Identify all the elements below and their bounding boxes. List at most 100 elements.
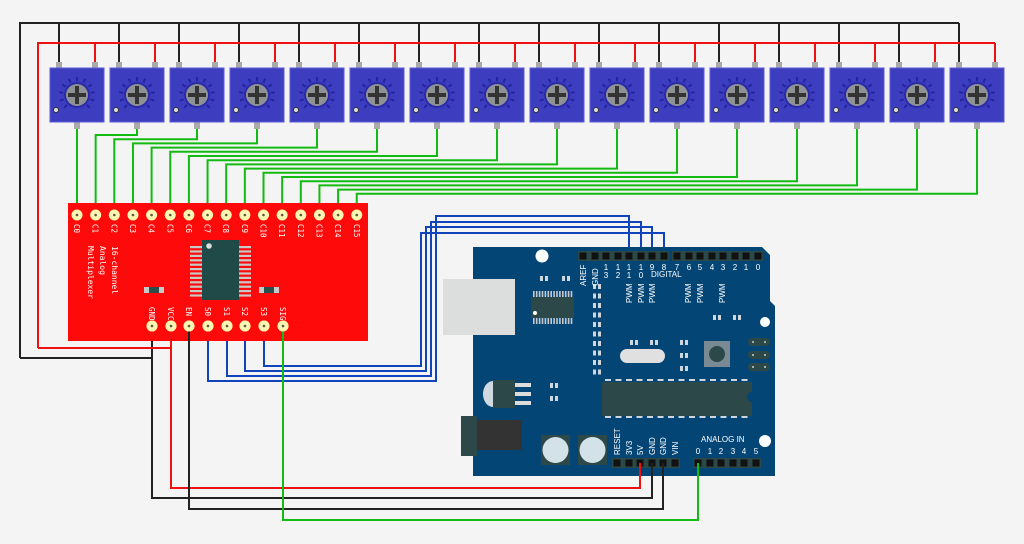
pot-tick bbox=[926, 104, 931, 109]
pot-tick bbox=[483, 104, 488, 109]
power-header-socket bbox=[625, 459, 633, 467]
icsp-pin bbox=[764, 366, 766, 368]
pot-pin-right bbox=[272, 62, 278, 69]
mux-pad-hole bbox=[281, 324, 285, 328]
pot-tick bbox=[539, 91, 544, 94]
analog-header-strip bbox=[693, 458, 761, 468]
pot-pin-wiper bbox=[434, 121, 440, 129]
pot-pin-wiper bbox=[494, 121, 500, 129]
potentiometer bbox=[829, 62, 885, 129]
pot-marker-dot bbox=[953, 107, 959, 113]
pot-tick bbox=[146, 104, 151, 109]
usb-chip-pin bbox=[538, 318, 541, 324]
pot-tick bbox=[843, 104, 848, 109]
pot-tick bbox=[119, 91, 124, 94]
pot-tick bbox=[359, 91, 364, 94]
pot-pin-right bbox=[992, 62, 998, 69]
potentiometer bbox=[289, 62, 345, 129]
pot-tick bbox=[87, 83, 93, 88]
digital-pin-label-11: 1 bbox=[627, 263, 632, 272]
mcu-pin bbox=[699, 379, 706, 381]
analog-header-socket bbox=[740, 459, 748, 467]
pot-tick bbox=[419, 98, 424, 102]
pot-tick bbox=[479, 98, 484, 102]
pot-tick bbox=[390, 98, 395, 102]
mux-chip-pin-left bbox=[190, 268, 203, 271]
smd-pad bbox=[593, 303, 596, 308]
mcu-pin bbox=[647, 416, 653, 418]
pot-tick bbox=[986, 104, 991, 109]
signal-wire-c12 bbox=[299, 122, 798, 215]
pwm-label: PWM bbox=[718, 283, 727, 303]
pot-tick bbox=[183, 104, 188, 109]
pot-tick bbox=[781, 83, 787, 88]
pot-tick bbox=[127, 78, 132, 83]
mcu-pin bbox=[657, 379, 664, 381]
pot-pin-right bbox=[332, 62, 338, 69]
signal-wire-c8 bbox=[225, 122, 558, 215]
digital-header-low-socket bbox=[742, 252, 750, 260]
mux-pin-label-c12: C12 bbox=[296, 224, 305, 238]
smd-pad bbox=[598, 322, 601, 327]
mux-pin-label-c8: C8 bbox=[221, 224, 230, 234]
pot-tick bbox=[690, 91, 695, 94]
icsp-header bbox=[748, 351, 770, 359]
mcu-notch bbox=[747, 392, 752, 402]
digital-pin-label-5: 5 bbox=[698, 263, 703, 272]
pot-marker-dot bbox=[353, 107, 359, 113]
mcu-pin bbox=[605, 416, 611, 418]
mount-hole bbox=[760, 317, 770, 327]
pot-tick bbox=[179, 91, 184, 94]
potentiometer bbox=[169, 62, 225, 129]
power-header-socket bbox=[613, 459, 621, 467]
pot-tick bbox=[419, 91, 424, 94]
mux-chip-pin-right bbox=[238, 276, 251, 279]
icsp-header bbox=[748, 338, 770, 346]
pot-pin-left bbox=[176, 62, 182, 69]
pot-tick bbox=[787, 78, 792, 83]
pot-tick bbox=[90, 98, 95, 102]
analog-pin-label-a2: 2 bbox=[719, 447, 724, 456]
pot-marker-dot bbox=[593, 107, 599, 113]
pot-tick bbox=[687, 83, 693, 88]
pot-marker-dot bbox=[893, 107, 899, 113]
pot-tick bbox=[663, 104, 668, 109]
digital-pin-label-13: 3 bbox=[604, 271, 609, 280]
digital-pin-label-gnd: GND bbox=[591, 268, 600, 286]
mux-pin-label-gnd: GND bbox=[147, 307, 156, 321]
pot-cross-v bbox=[975, 86, 979, 104]
smd-pad bbox=[540, 276, 543, 281]
pot-cross-v bbox=[855, 86, 859, 104]
digital-header-high-strip bbox=[578, 251, 669, 261]
pot-pin-wiper bbox=[614, 121, 620, 129]
pot-cross-v bbox=[375, 86, 379, 104]
power-header-strip bbox=[612, 458, 680, 468]
usb-chip bbox=[531, 297, 574, 318]
mux-pad-hole bbox=[206, 324, 210, 328]
mux-pin-label-s1: S1 bbox=[222, 307, 231, 316]
pot-tick bbox=[301, 83, 307, 88]
pot-tick bbox=[967, 78, 972, 83]
pot-tick bbox=[899, 98, 904, 102]
pot-pin-wiper bbox=[74, 121, 80, 129]
pot-tick bbox=[206, 104, 211, 109]
usb-chip-pin bbox=[564, 291, 567, 297]
pot-cross-v bbox=[75, 86, 79, 104]
digital-header-low-socket bbox=[685, 252, 693, 260]
pot-tick bbox=[721, 83, 727, 88]
mux-chip-pin-right bbox=[238, 272, 251, 275]
icsp-pin bbox=[764, 341, 766, 343]
mux-pad-hole bbox=[187, 213, 191, 217]
usb-chip-pin bbox=[564, 318, 567, 324]
pot-tick bbox=[367, 78, 372, 83]
crystal bbox=[620, 349, 665, 363]
mux-pad-hole bbox=[336, 213, 340, 217]
usb-chip-pin bbox=[567, 318, 570, 324]
mux-pad-hole bbox=[113, 213, 116, 217]
pot-tick bbox=[750, 98, 755, 102]
pot-pin-left bbox=[116, 62, 122, 69]
smd-pad bbox=[635, 340, 638, 345]
pot-tick bbox=[930, 98, 935, 102]
reset-button bbox=[709, 346, 725, 362]
